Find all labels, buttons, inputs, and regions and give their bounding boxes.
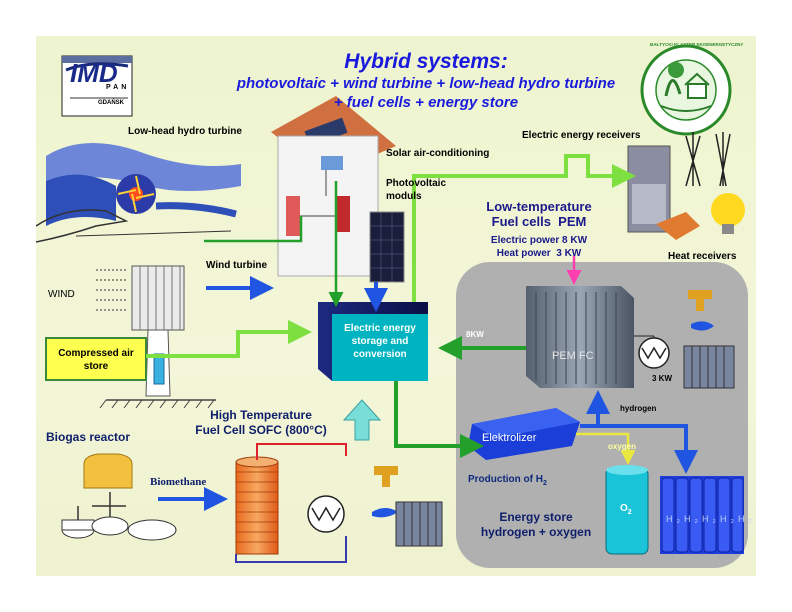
wind-turbine-illustration bbox=[96, 265, 216, 409]
imp-logo bbox=[61, 55, 133, 117]
label-elektrolizer: Elektrolizer bbox=[482, 432, 537, 444]
tap-illustration-left bbox=[372, 466, 398, 518]
label-compressed-air: Compressed air store bbox=[58, 348, 134, 372]
label-wind-turbine: Wind turbine bbox=[206, 260, 268, 271]
label-h2-2: H₂ bbox=[684, 514, 702, 524]
biogas-reactor-illustration bbox=[61, 453, 177, 541]
label-o2-text: O bbox=[620, 503, 628, 514]
label-wind: WIND bbox=[48, 289, 75, 300]
label-oxygen: oxygen bbox=[608, 442, 637, 451]
label-sofc: High Temperature Fuel Cell SOFC (800°C) bbox=[195, 408, 327, 437]
electric-receivers-illustration bbox=[627, 132, 745, 240]
label-h2-3: H₂ bbox=[702, 514, 720, 524]
flow-elektrolizer-to-h2 bbox=[580, 424, 698, 474]
pv-panel-illustration bbox=[369, 211, 405, 283]
label-3kw: 3 KW bbox=[652, 374, 672, 383]
label-photovoltaic: Photovoltaic moduls bbox=[386, 178, 447, 202]
radiator-illustration-left bbox=[395, 501, 443, 547]
label-pem-title: Low-temperature Fuel cells PEM bbox=[486, 199, 592, 229]
flow-storage-to-elektrolizer bbox=[394, 381, 484, 458]
flow-storage-to-receivers bbox=[412, 154, 636, 302]
sofc-up-arrow bbox=[342, 399, 382, 441]
label-pem-power: Electric power 8 KW Heat power 3 KW bbox=[490, 235, 588, 259]
label-o2: O2 bbox=[620, 503, 632, 516]
title-line1: Hybrid systems: bbox=[344, 50, 508, 73]
label-production-h2: Production of H2 bbox=[468, 474, 547, 487]
hydro-turbine-illustration bbox=[36, 142, 241, 243]
label-production-h2-sub: 2 bbox=[543, 480, 547, 487]
pem-heat-exchanger bbox=[634, 335, 670, 369]
label-8kw: 8KW bbox=[466, 330, 484, 339]
flow-wind-to-house bbox=[204, 216, 303, 243]
label-biogas: Biogas reactor bbox=[46, 430, 131, 444]
cluster-logo bbox=[640, 44, 732, 136]
sofc-unit bbox=[235, 443, 347, 563]
o2-tank bbox=[605, 465, 649, 555]
label-heat-receivers: Heat receivers bbox=[668, 251, 737, 262]
imp-logo-sub1: PAN bbox=[106, 84, 130, 91]
title-line3: + fuel cells + energy store bbox=[333, 94, 519, 111]
imp-logo-sub2: GDAŃSK bbox=[98, 100, 125, 106]
cluster-logo-text: BAŁTYCKI KLASTER EKOENERGETYCZNY bbox=[650, 42, 744, 47]
radiator-illustration-right bbox=[683, 345, 735, 389]
label-energy-store: Energy store hydrogen + oxygen bbox=[480, 510, 592, 539]
label-production-h2-text: Production of H bbox=[468, 474, 543, 485]
diagram-canvas bbox=[36, 44, 748, 568]
label-h2-tanks: H₂H₂H₂H₂H₂ bbox=[666, 514, 756, 524]
label-o2-sub: 2 bbox=[627, 509, 632, 516]
flow-oxygen-to-tank bbox=[576, 432, 636, 465]
slide-title: Hybrid systems: photovoltaic + wind turb… bbox=[236, 50, 616, 112]
label-h2-4: H₂ bbox=[720, 514, 738, 524]
label-hydro-turbine: Low-head hydro turbine bbox=[128, 126, 242, 137]
label-storage-conversion: Electric energy storage and conversion bbox=[344, 323, 416, 360]
storage-box bbox=[318, 302, 428, 381]
label-biomethane: Biomethane bbox=[150, 476, 207, 488]
label-h2-5: H₂ bbox=[738, 514, 756, 524]
compressed-air-box bbox=[45, 337, 147, 381]
label-solar-air: Solar air-conditioning bbox=[386, 148, 490, 159]
flow-air-to-storage bbox=[146, 320, 312, 358]
solar-house-illustration bbox=[271, 96, 396, 277]
label-pem-fc: PEM FC bbox=[552, 350, 594, 362]
label-electric-receivers: Electric energy receivers bbox=[522, 130, 641, 141]
tap-illustration-right bbox=[688, 290, 714, 331]
title-line2: photovoltaic + wind turbine + low-head h… bbox=[236, 75, 616, 92]
slide: Hybrid systems: photovoltaic + wind turb… bbox=[36, 36, 756, 576]
label-h2-1: H₂ bbox=[666, 514, 684, 524]
label-hydrogen: hydrogen bbox=[620, 404, 657, 413]
pem-stack bbox=[526, 286, 634, 388]
imp-logo-text: IMD bbox=[70, 58, 118, 88]
h2-tanks bbox=[660, 476, 744, 554]
elektrolizer bbox=[468, 408, 580, 460]
